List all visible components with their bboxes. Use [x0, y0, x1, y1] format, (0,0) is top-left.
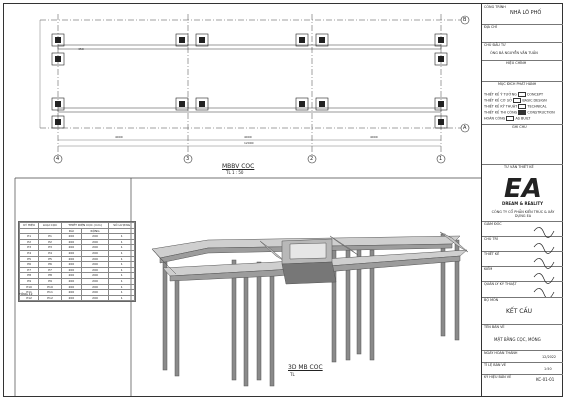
role-director: GIÁM ĐỐC: [484, 222, 502, 226]
plan-scale: TL 1 : 50: [226, 170, 244, 175]
axis-label-3: 3: [186, 156, 190, 162]
axis-label-2: 2: [310, 156, 314, 162]
table-cell: 200: [60, 261, 82, 268]
table-cell: 200: [60, 289, 82, 296]
axis-label-1: 1: [439, 156, 443, 162]
revision-label: HIỆU CHỈNH: [506, 61, 527, 65]
table-cell: 200: [60, 266, 82, 274]
table-cell: 1: [108, 255, 135, 263]
drawing-title: MẶT BẰNG CỌC, MÓNG: [494, 337, 541, 342]
project-label: CÔNG TRÌNH: [484, 5, 506, 9]
table-cell: P9: [18, 277, 40, 285]
table-cell: P6: [18, 261, 40, 268]
3d-view-scale: TL: [290, 372, 295, 377]
legend-technical: THIẾT KẾ KỸ THUẬT TECHNICAL: [484, 104, 547, 109]
dim-right: 4000: [370, 135, 378, 139]
sheet-label: KÝ HIỆU BẢN VẼ: [484, 375, 512, 379]
table-cell: 1: [108, 272, 135, 279]
axis-label-4: 4: [56, 156, 60, 162]
table-cell: 1: [108, 261, 135, 268]
role-discipline: BỘ MÔN: [484, 298, 499, 302]
note-label: GHI CHÚ: [512, 125, 527, 129]
table-cell: 1: [108, 289, 135, 296]
consultant-label: TƯ VẤN THIẾT KẾ: [504, 165, 534, 169]
table-cell: P7: [18, 266, 40, 274]
axis-label-b: B: [463, 17, 467, 23]
table-cell: 200: [60, 294, 82, 302]
drawing-sheet: [3, 3, 563, 397]
legend-concept: THIẾT KẾ Ý TƯỞNG CONCEPT: [484, 92, 544, 97]
dim-inner: 450: [78, 47, 84, 51]
date-label: NGÀY HOÀN THÀNH: [484, 351, 518, 355]
location-label: ĐỊA CHỈ: [484, 25, 497, 29]
table-cell: P10: [18, 283, 40, 291]
project-name: NHÀ LÔ PHỐ: [510, 10, 542, 16]
legend-basic: THIẾT KẾ CƠ SỞ BASIC DESIGN: [484, 98, 547, 103]
dim-total: 12000: [244, 141, 254, 145]
scale-label: TỈ LỆ BẢN VẼ: [484, 363, 506, 367]
table-cell: P8: [18, 272, 40, 279]
table-cell: 200: [60, 255, 82, 263]
investor-label: CHỦ ĐẦU TƯ: [484, 43, 506, 47]
discipline-name: KẾT CẤU: [506, 308, 532, 315]
dim-left: 4000: [115, 135, 123, 139]
legend-construction: THIẾT KẾ THI CÔNG CONSTRUCTION: [484, 110, 555, 115]
table-cell: 1: [108, 294, 135, 302]
table-cell: 200: [60, 272, 82, 279]
table-cell: P11: [18, 289, 40, 296]
table-cell: 1: [108, 283, 135, 291]
table-cell: P12: [18, 294, 40, 302]
table-cell: 200: [60, 283, 82, 291]
sheet-number: KC-01-01: [536, 377, 555, 382]
role-designer: THIẾT KẾ: [484, 252, 500, 256]
pile-schedule-table: KÝ HIỆU LOẠI CỌC THIẾT DIỆN CỌC (mm) SỐ …: [18, 221, 136, 303]
signature-images: [533, 227, 555, 297]
company-logo: EA: [504, 174, 542, 204]
role-checker: KIỂM: [484, 267, 493, 271]
title-block: CÔNG TRÌNH NHÀ LÔ PHỐ ĐỊA CHỈ CHỦ ĐẦU TƯ…: [481, 4, 563, 396]
brand-slogan: DREAM & REALITY: [502, 201, 544, 206]
table-cell: 200: [60, 277, 82, 285]
3d-view-title: 3D MB COC: [288, 364, 323, 371]
investor-name: ÔNG BÀ NGUYỄN VĂN TUẤN: [490, 51, 538, 55]
role-lead: CHỦ TRÌ: [484, 237, 498, 241]
company-name: CÔNG TY CỔ PHẦN KIẾN TRÚC & XÂY DỰNG EA: [491, 210, 555, 218]
role-manager: QUẢN LÝ KỸ THUẬT: [484, 282, 517, 286]
table-cell: 1: [108, 266, 135, 274]
purpose-label: MỤC ĐÍCH PHÁT HÀNH: [498, 82, 537, 86]
dim-mid: 4000: [244, 135, 252, 139]
table-cell: 1: [108, 277, 135, 285]
date-value: 12/2022: [542, 355, 557, 359]
scale-value: 1:50: [544, 367, 552, 371]
drawing-title-label: TÊN BẢN VẼ: [484, 325, 505, 329]
legend-asbuilt: HOÀN CÔNG AS BUILT: [484, 116, 531, 121]
table-cell: P5: [18, 255, 40, 263]
plan-title: MBBV COC: [222, 163, 255, 170]
axis-label-a: A: [463, 125, 467, 131]
table-total: TỔNG 12: [19, 292, 33, 296]
